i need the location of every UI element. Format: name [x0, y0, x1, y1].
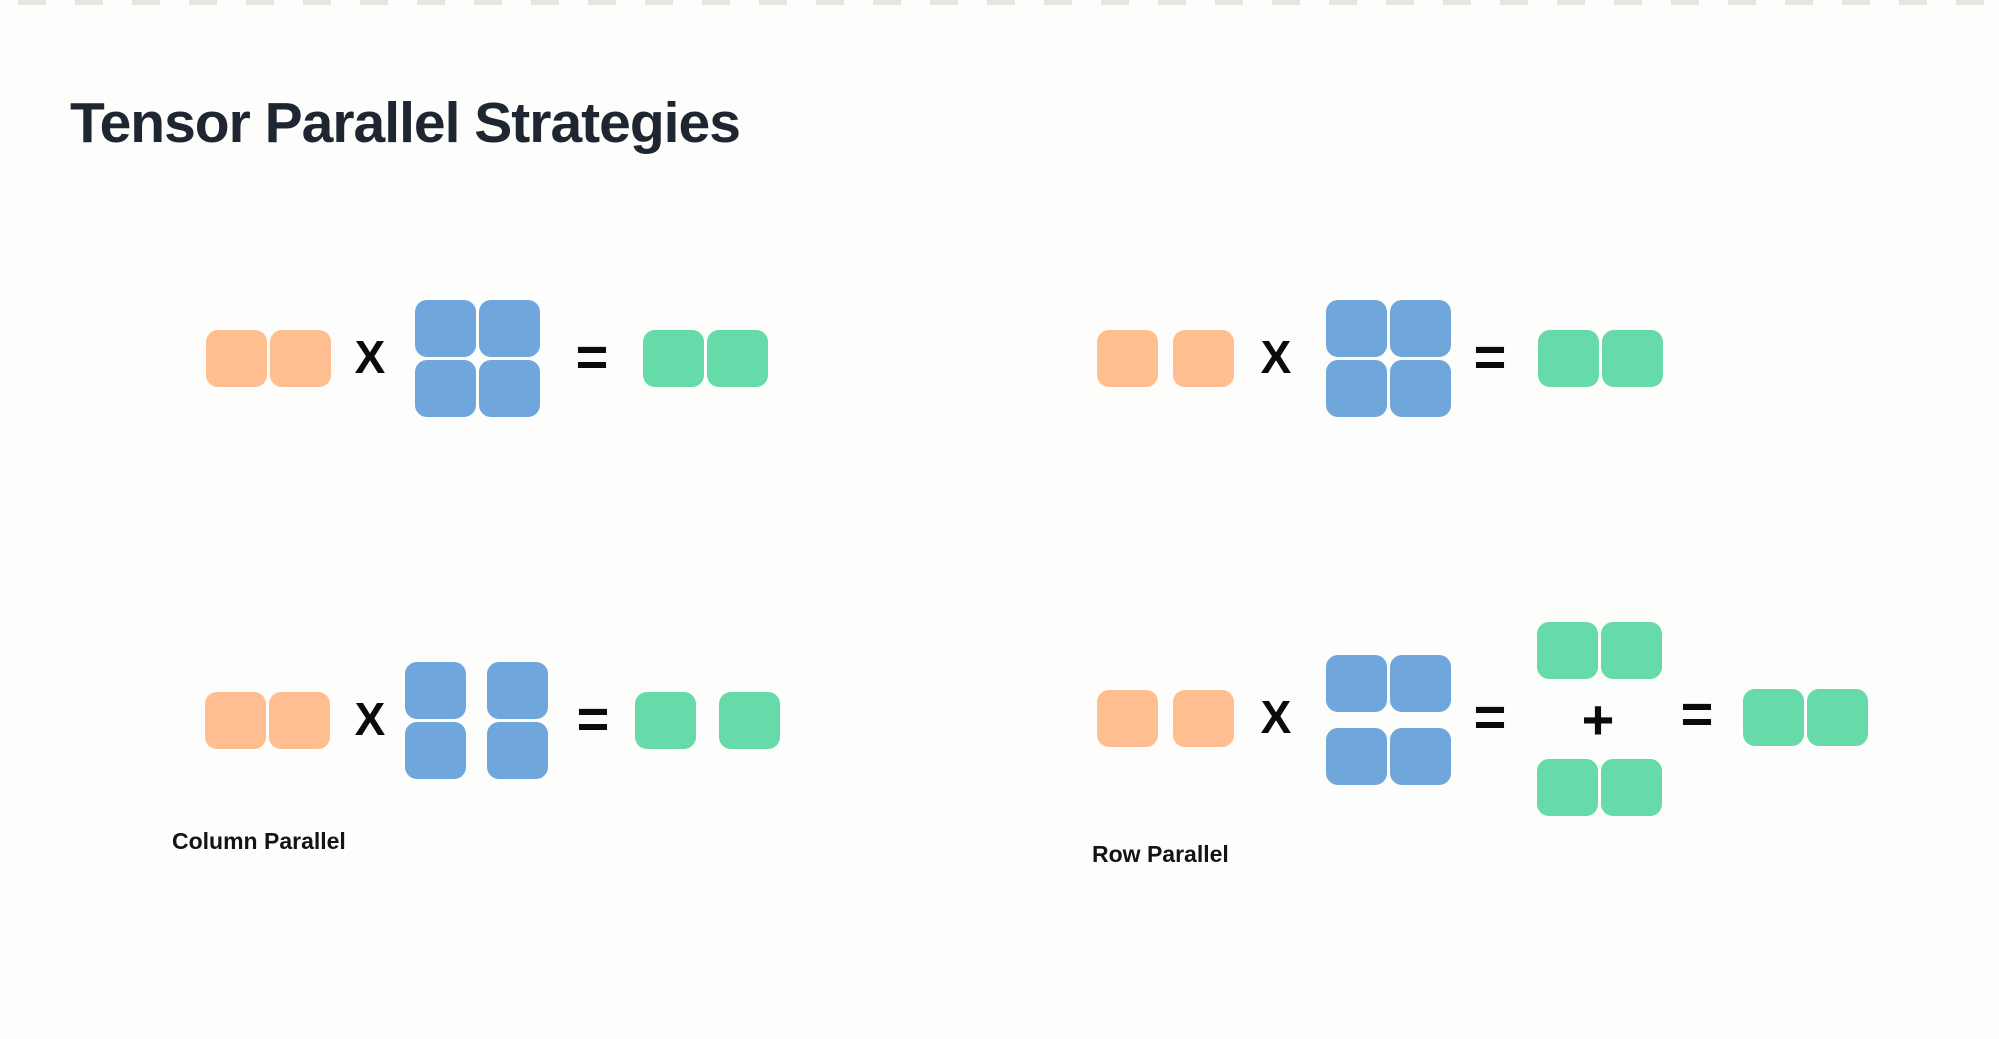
weight-block: [487, 722, 548, 779]
output-block: [1602, 330, 1663, 387]
output-block: [1537, 759, 1598, 816]
equals-symbol: =: [1473, 684, 1507, 748]
weight-block: [415, 300, 476, 357]
input-block: [206, 330, 267, 387]
weight-block: [1326, 360, 1387, 417]
output-block: [707, 330, 768, 387]
weight-block: [1326, 728, 1387, 785]
weight-block: [1390, 728, 1451, 785]
output-block: [1807, 689, 1868, 746]
equals-symbol: =: [1680, 681, 1714, 745]
weight-block: [405, 722, 466, 779]
weight-block: [479, 300, 540, 357]
input-block: [1097, 330, 1158, 387]
column-parallel-label: Column Parallel: [172, 828, 346, 854]
output-block: [1537, 622, 1598, 679]
output-block: [643, 330, 704, 387]
input-block: [269, 692, 330, 749]
input-block: [270, 330, 331, 387]
multiply-symbol: X: [354, 331, 386, 384]
output-block: [1601, 759, 1662, 816]
equals-symbol: =: [576, 686, 610, 750]
multiply-symbol: X: [1260, 691, 1292, 744]
top-dashed-border: [18, 0, 1999, 5]
input-block: [1173, 330, 1234, 387]
plus-symbol: +: [1581, 687, 1615, 751]
output-block: [1601, 622, 1662, 679]
equals-symbol: =: [575, 324, 609, 388]
page-title: Tensor Parallel Strategies: [70, 91, 741, 156]
equals-symbol: =: [1473, 324, 1507, 388]
weight-block: [479, 360, 540, 417]
input-block: [205, 692, 266, 749]
weight-block: [1390, 360, 1451, 417]
input-block: [1097, 690, 1158, 747]
output-block: [1538, 330, 1599, 387]
weight-block: [415, 360, 476, 417]
output-block: [1743, 689, 1804, 746]
output-block: [719, 692, 780, 749]
weight-block: [1326, 655, 1387, 712]
multiply-symbol: X: [354, 693, 386, 746]
weight-block: [1390, 300, 1451, 357]
weight-block: [487, 662, 548, 719]
row-parallel-label: Row Parallel: [1092, 841, 1229, 867]
weight-block: [1390, 655, 1451, 712]
multiply-symbol: X: [1260, 331, 1292, 384]
weight-block: [405, 662, 466, 719]
input-block: [1173, 690, 1234, 747]
weight-block: [1326, 300, 1387, 357]
output-block: [635, 692, 696, 749]
